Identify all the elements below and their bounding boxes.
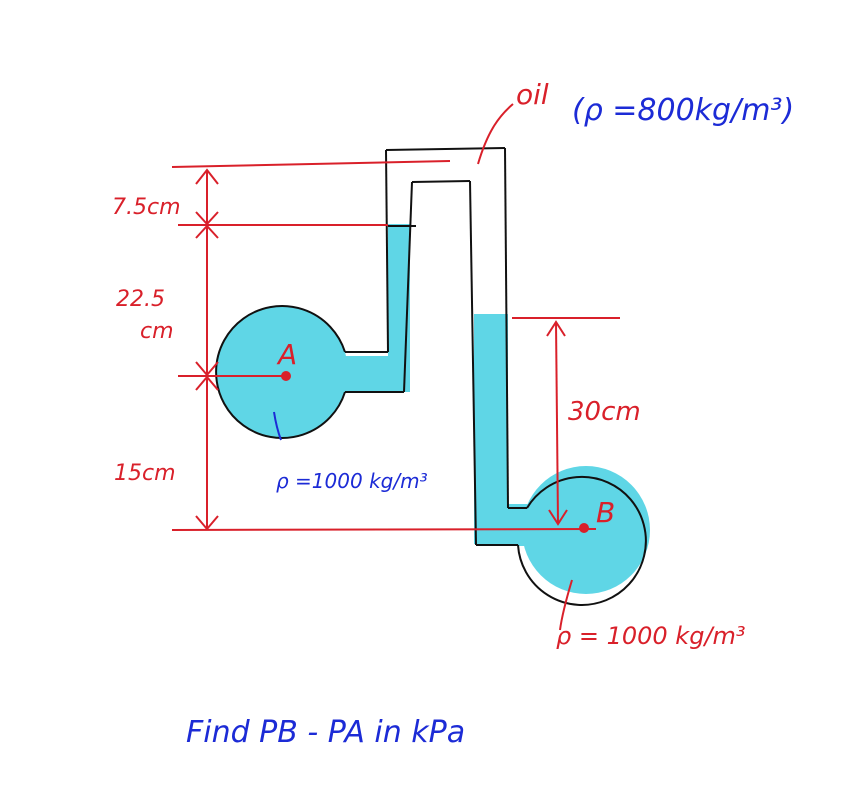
dimension-30-label: 30cm bbox=[568, 397, 641, 427]
dimension-22-5-unit-label: cm bbox=[140, 319, 174, 344]
dimension-15-label: 15cm bbox=[114, 461, 176, 486]
density-b-label: ρ = 1000 kg/m³ bbox=[556, 622, 746, 650]
point-a-label: A bbox=[276, 338, 297, 371]
pipe-outline bbox=[215, 147, 647, 606]
dimension-lines bbox=[171, 103, 620, 631]
point-b-label: B bbox=[596, 496, 615, 529]
density-leaders bbox=[273, 411, 282, 441]
oil-density-label: (ρ =800kg/m³) bbox=[572, 93, 794, 128]
point-a-marker bbox=[281, 371, 291, 381]
oil-label: oil bbox=[516, 78, 549, 111]
question-text: Find PB - PA in kPa bbox=[186, 715, 465, 750]
dimension-7-5-label: 7.5cm bbox=[112, 195, 181, 220]
density-a-label: ρ =1000 kg/m³ bbox=[276, 469, 428, 493]
dimension-22-5-label: 22.5 bbox=[116, 287, 165, 312]
point-b-marker bbox=[579, 523, 589, 533]
